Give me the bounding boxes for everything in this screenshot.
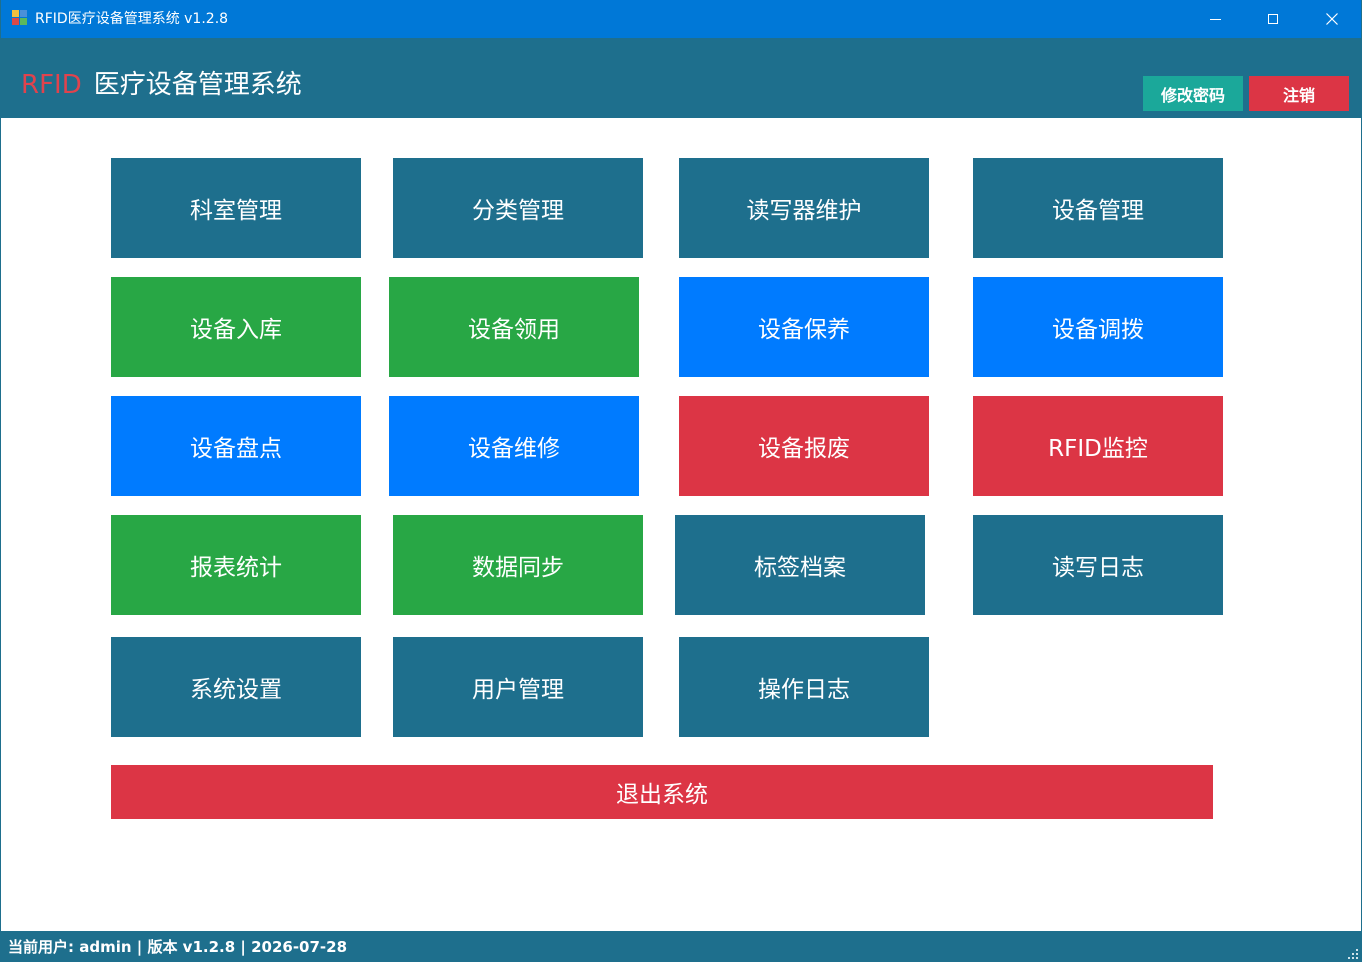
category-management-button[interactable]: 分类管理 — [393, 158, 643, 258]
close-button[interactable] — [1303, 0, 1361, 38]
logout-button[interactable]: 注销 — [1249, 76, 1349, 111]
data-sync-button[interactable]: 数据同步 — [393, 515, 643, 615]
equipment-repair-button[interactable]: 设备维修 — [389, 396, 639, 496]
minimize-button[interactable] — [1186, 0, 1244, 38]
maximize-icon — [1268, 14, 1278, 24]
maximize-button[interactable] — [1244, 0, 1302, 38]
tag-archive-button[interactable]: 标签档案 — [675, 515, 925, 615]
system-settings-button[interactable]: 系统设置 — [111, 637, 361, 737]
report-statistics-button[interactable]: 报表统计 — [111, 515, 361, 615]
close-icon — [1326, 13, 1338, 25]
brand-rfid-text: RFID — [21, 70, 82, 100]
dept-management-button[interactable]: 科室管理 — [111, 158, 361, 258]
equipment-management-button[interactable]: 设备管理 — [973, 158, 1223, 258]
read-write-log-button[interactable]: 读写日志 — [973, 515, 1223, 615]
equipment-scrap-button[interactable]: 设备报废 — [679, 396, 929, 496]
window-title: RFID医疗设备管理系统 v1.2.8 — [35, 11, 229, 27]
rfid-monitor-button[interactable]: RFID监控 — [973, 396, 1223, 496]
app-header: RFID 医疗设备管理系统 修改密码 注销 — [1, 38, 1361, 118]
change-password-button[interactable]: 修改密码 — [1143, 76, 1243, 111]
status-bar: 当前用户: admin | 版本 v1.2.8 | 2026-07-28 — [1, 931, 1361, 962]
app-icon — [12, 10, 28, 26]
reader-maintenance-button[interactable]: 读写器维护 — [679, 158, 929, 258]
status-text: 当前用户: admin | 版本 v1.2.8 | 2026-07-28 — [8, 938, 348, 956]
brand-title: 医疗设备管理系统 — [93, 70, 302, 100]
minimize-icon — [1209, 18, 1221, 20]
operation-log-button[interactable]: 操作日志 — [679, 637, 929, 737]
equipment-inventory-button[interactable]: 设备盘点 — [111, 396, 361, 496]
equipment-requisition-button[interactable]: 设备领用 — [389, 277, 639, 377]
resize-grip-icon[interactable] — [1347, 948, 1359, 960]
title-bar: RFID医疗设备管理系统 v1.2.8 — [1, 0, 1361, 38]
app-brand: RFID 医疗设备管理系统 — [21, 69, 302, 101]
equipment-transfer-button[interactable]: 设备调拨 — [973, 277, 1223, 377]
user-management-button[interactable]: 用户管理 — [393, 637, 643, 737]
exit-system-button[interactable]: 退出系统 — [111, 765, 1213, 819]
equipment-maintenance-button[interactable]: 设备保养 — [679, 277, 929, 377]
equipment-stock-in-button[interactable]: 设备入库 — [111, 277, 361, 377]
